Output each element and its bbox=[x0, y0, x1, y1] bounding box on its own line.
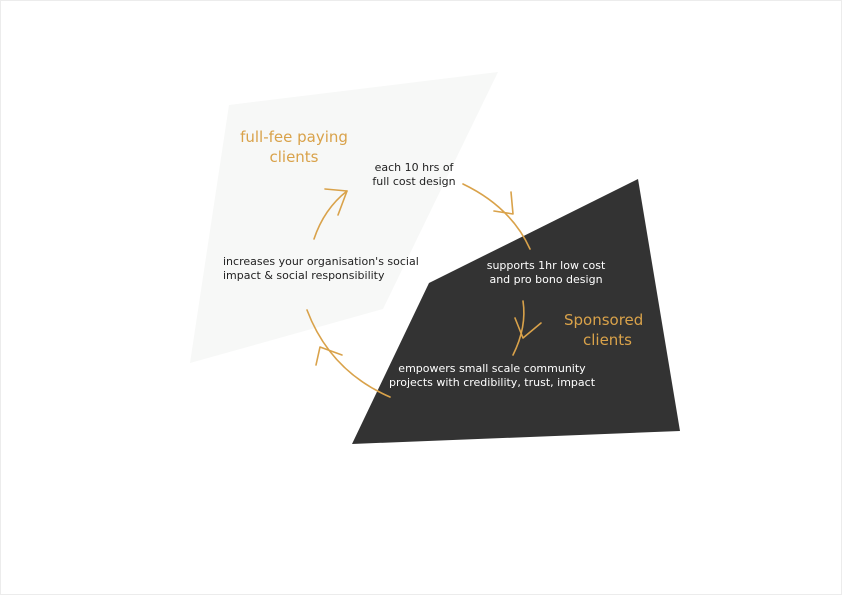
sponsored-clients-title: Sponsored clients bbox=[564, 311, 650, 350]
arrow-head-top-right bbox=[493, 191, 514, 215]
arrow-head-top-left bbox=[324, 188, 348, 216]
step-supports: supports 1hr low cost and pro bono desig… bbox=[479, 259, 613, 288]
arrow-head-right bbox=[514, 317, 542, 339]
cycle-arc-right bbox=[512, 300, 525, 356]
full-fee-panel bbox=[190, 72, 498, 363]
full-fee-title-line-1: full-fee paying bbox=[240, 128, 348, 146]
step-empowers: empowers small scale community projects … bbox=[383, 362, 601, 391]
step-increases-line-1: increases your organisation's social bbox=[223, 255, 419, 268]
arrow-head-bottom-left bbox=[315, 346, 343, 366]
step-each-10-hrs-line-1: each 10 hrs of bbox=[374, 161, 454, 174]
cycle-arc-top-left bbox=[313, 190, 348, 240]
sponsored-title-line-2: clients bbox=[582, 330, 632, 349]
step-increases: increases your organisation's social imp… bbox=[223, 255, 429, 284]
step-increases-line-2: impact & social responsibility bbox=[223, 269, 385, 283]
step-supports-line-2: and pro bono design bbox=[489, 273, 603, 287]
cycle-arc-bottom-left bbox=[306, 309, 391, 398]
step-each-10-hrs: each 10 hrs of full cost design bbox=[364, 161, 464, 190]
full-fee-title-line-2: clients bbox=[269, 147, 319, 166]
step-supports-line-1: supports 1hr low cost bbox=[486, 259, 606, 272]
step-each-10-hrs-line-2: full cost design bbox=[372, 175, 456, 189]
sponsored-title-line-1: Sponsored bbox=[564, 311, 644, 329]
step-empowers-line-1: empowers small scale community bbox=[398, 362, 586, 375]
step-empowers-line-2: projects with credibility, trust, impact bbox=[388, 376, 596, 390]
sponsored-panel bbox=[352, 179, 680, 444]
full-fee-clients-title: full-fee paying clients bbox=[237, 128, 351, 167]
